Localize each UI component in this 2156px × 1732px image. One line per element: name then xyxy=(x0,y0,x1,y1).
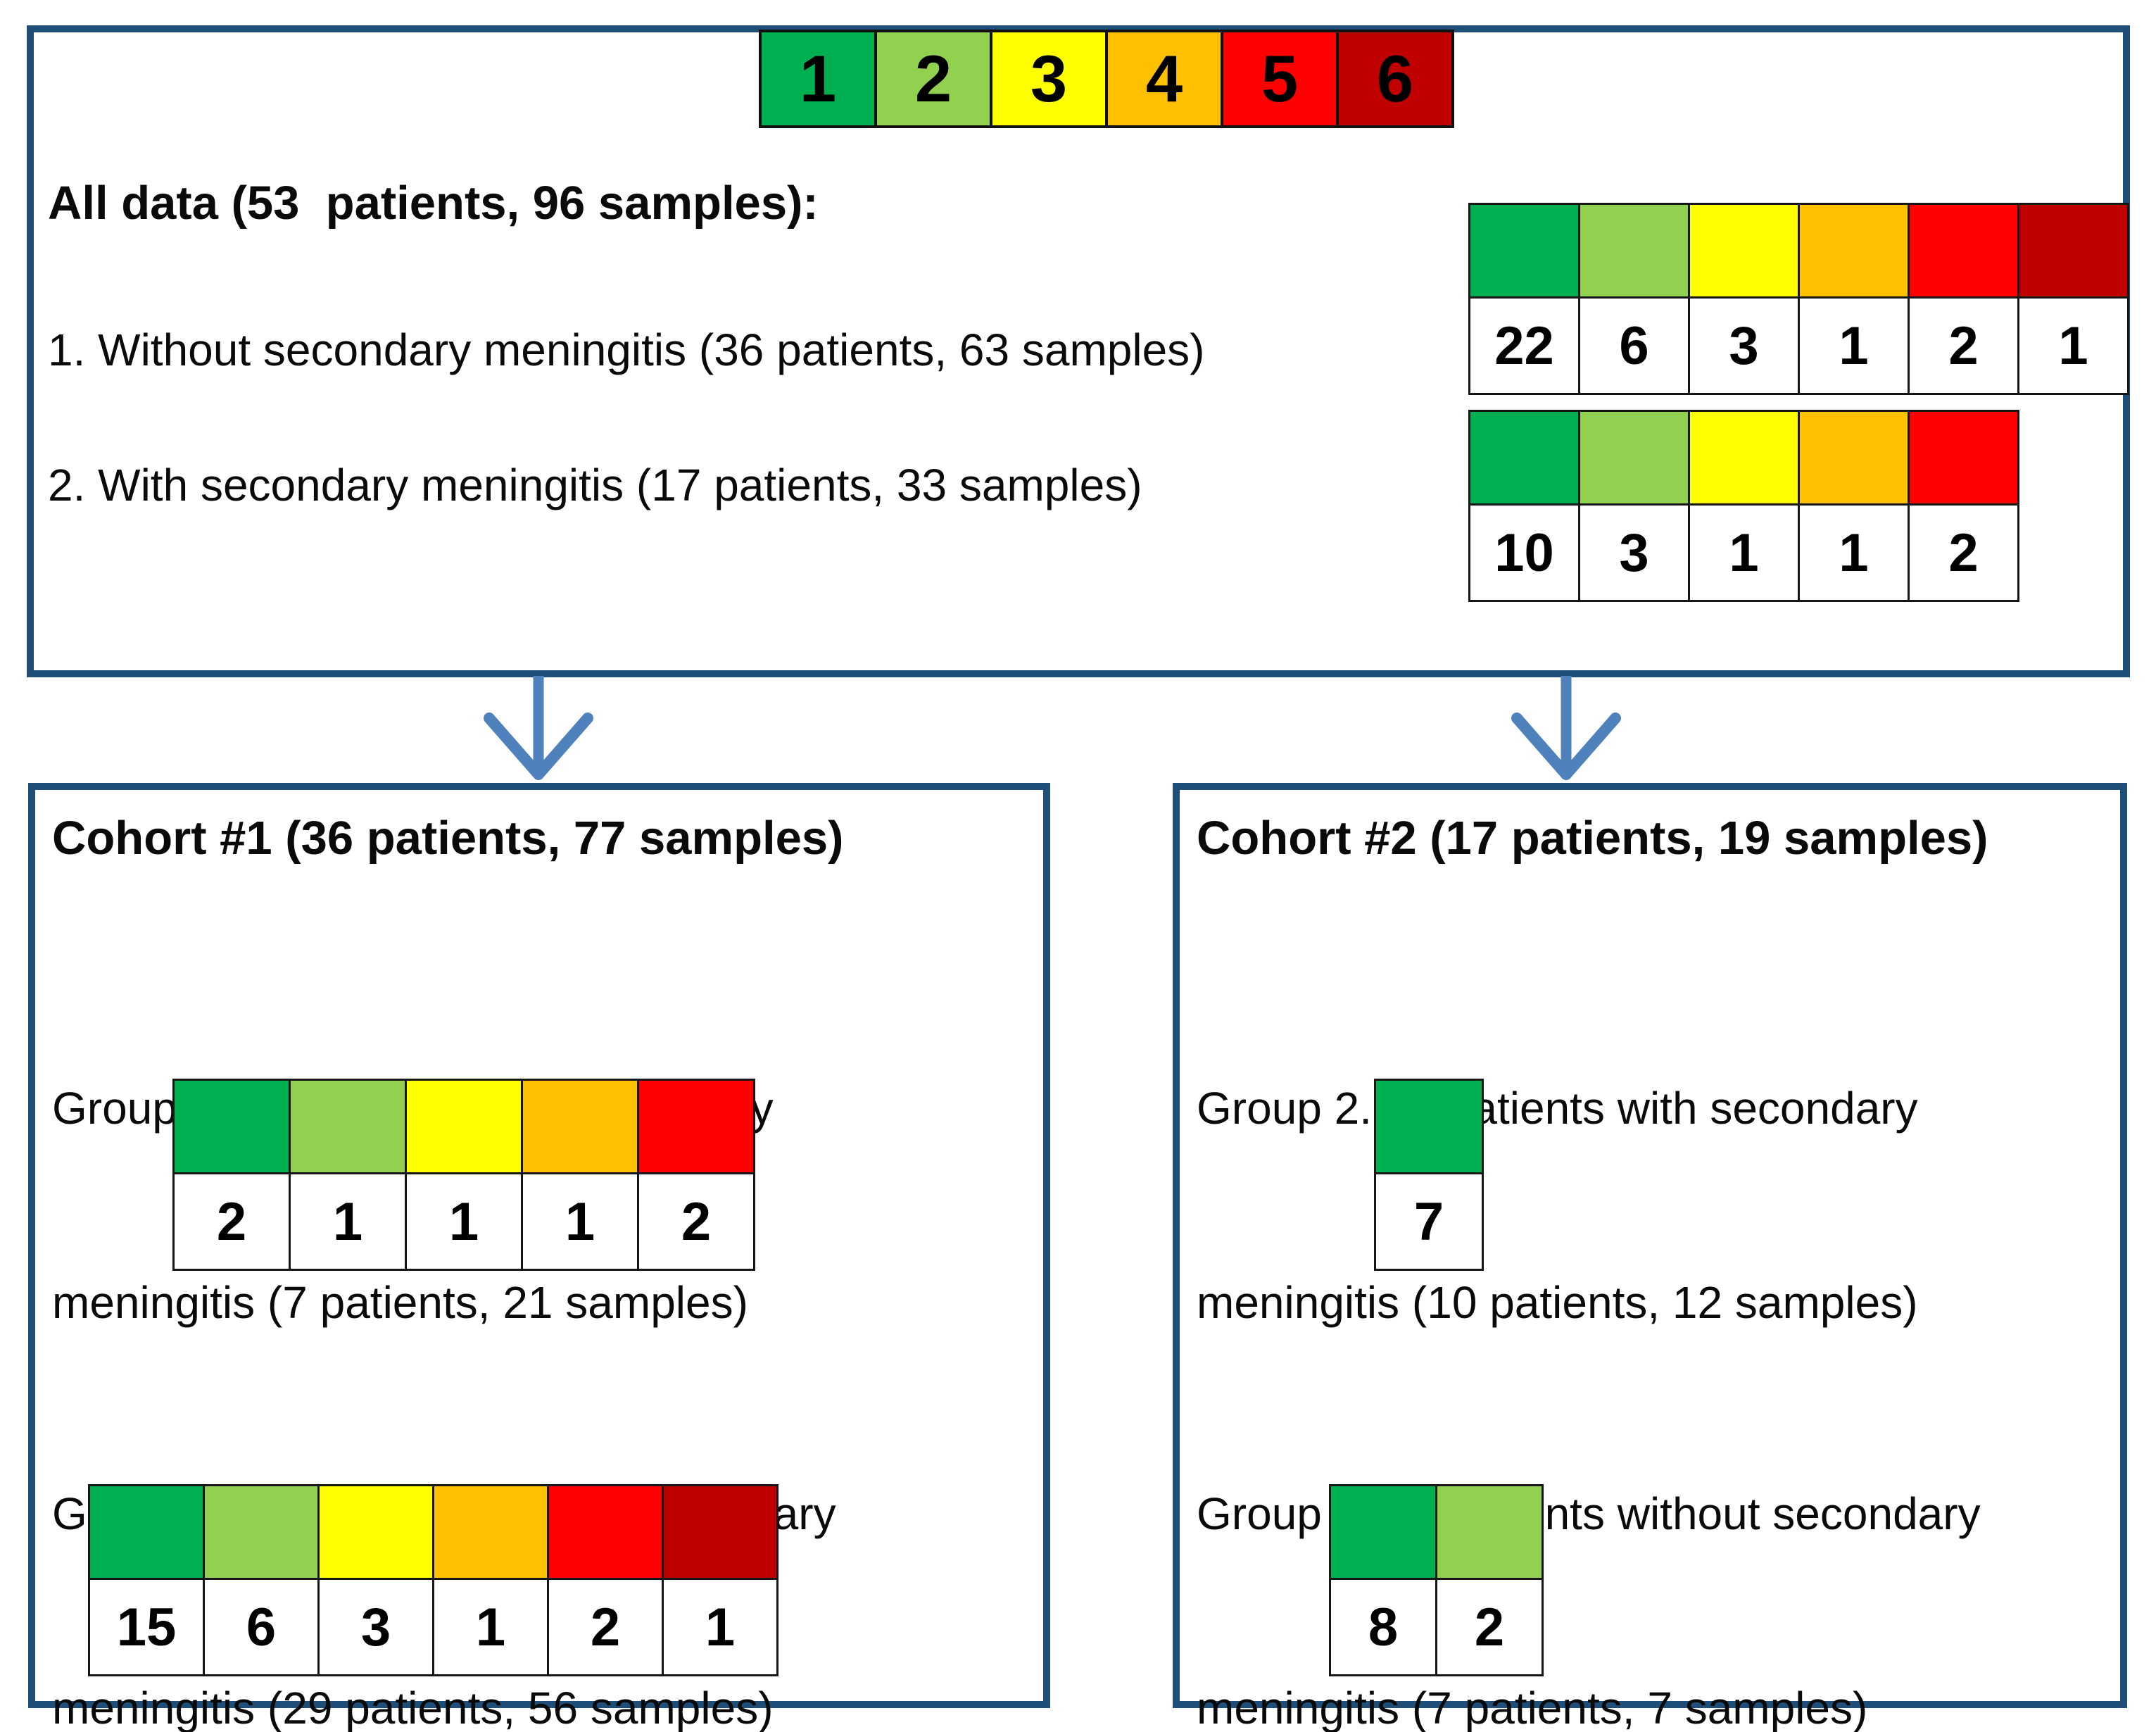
count-cell: 3 xyxy=(1688,296,1800,395)
scale-cell-6: 6 xyxy=(1336,30,1454,128)
color-cell-red xyxy=(547,1484,664,1580)
color-cell-orange xyxy=(1798,410,1910,506)
count-cell: 1 xyxy=(1688,503,1800,602)
count-cell: 2 xyxy=(1908,503,2019,602)
group-2-2-line2: meningitis (7 patients, 7 samples) xyxy=(1197,1683,1868,1732)
count-cell: 10 xyxy=(1468,503,1580,602)
count-cell: 2 xyxy=(1435,1578,1544,1676)
color-cell-light_green xyxy=(1578,203,1690,299)
count-cell: 1 xyxy=(521,1172,639,1271)
count-cell: 1 xyxy=(1798,503,1910,602)
color-cell-green xyxy=(1468,203,1580,299)
color-cell-red xyxy=(1908,410,2019,506)
color-cell-red xyxy=(1908,203,2019,299)
group-2-1-line2: meningitis (10 patients, 12 samples) xyxy=(1197,1277,1918,1328)
arrow-to-cohort1 xyxy=(484,676,593,780)
color-cell-light_green xyxy=(1578,410,1690,506)
color-cell-green xyxy=(1329,1484,1437,1580)
scale-cell-5: 5 xyxy=(1221,30,1339,128)
color-cell-yellow xyxy=(1688,410,1800,506)
without-meningitis-line: 1. Without secondary meningitis (36 pati… xyxy=(48,325,1205,375)
color-cell-green xyxy=(172,1079,291,1174)
color-cell-green xyxy=(1468,410,1580,506)
count-cell: 8 xyxy=(1329,1578,1437,1676)
count-cell: 1 xyxy=(432,1578,549,1676)
cohort2-title: Cohort #2 (17 patients, 19 samples) xyxy=(1197,812,1988,865)
count-cell: 7 xyxy=(1374,1172,1484,1271)
with-meningitis-line: 2. With secondary meningitis (17 patient… xyxy=(48,460,1142,510)
group-2-2-line1: Group 2.2 – patients without secondary xyxy=(1197,1488,1981,1539)
count-cell: 6 xyxy=(1578,296,1690,395)
group-2-2-label: Group 2.2 – patients without secondary m… xyxy=(1197,1352,1981,1732)
group-2-1-line1: Group 2.1 – patients with secondary xyxy=(1197,1083,1918,1134)
count-cell: 2 xyxy=(547,1578,664,1676)
color-cell-orange xyxy=(1798,203,1910,299)
group-2-1-label: Group 2.1 – patients with secondary meni… xyxy=(1197,946,1918,1464)
count-cell: 2 xyxy=(637,1172,755,1271)
count-cell: 1 xyxy=(662,1578,778,1676)
count-cell: 1 xyxy=(289,1172,407,1271)
count-cell: 2 xyxy=(172,1172,291,1271)
color-cell-orange xyxy=(432,1484,549,1580)
color-cell-dark_red xyxy=(662,1484,778,1580)
color-cell-green xyxy=(88,1484,205,1580)
count-cell: 3 xyxy=(1578,503,1690,602)
color-cell-orange xyxy=(521,1079,639,1174)
count-cell: 2 xyxy=(1908,296,2019,395)
color-cell-light_green xyxy=(1435,1484,1544,1580)
scale-cell-4: 4 xyxy=(1105,30,1223,128)
color-cell-yellow xyxy=(1688,203,1800,299)
count-cell: 3 xyxy=(317,1578,434,1676)
count-cell: 22 xyxy=(1468,296,1580,395)
count-cell: 1 xyxy=(1798,296,1910,395)
scale-cell-3: 3 xyxy=(990,30,1108,128)
count-cell: 6 xyxy=(203,1578,320,1676)
scale-cell-1: 1 xyxy=(759,30,877,128)
color-cell-light_green xyxy=(203,1484,320,1580)
group-1-1-line2: meningitis (7 patients, 21 samples) xyxy=(52,1277,748,1328)
color-cell-green xyxy=(1374,1079,1484,1174)
group-2-1-distribution-table: 7 xyxy=(1374,1079,1484,1271)
color-cell-light_green xyxy=(289,1079,407,1174)
cohort1-title: Cohort #1 (36 patients, 77 samples) xyxy=(52,812,844,865)
group-1-2-line2: meningitis (29 patients, 56 samples) xyxy=(52,1683,774,1732)
all-data-title: All data (53 patients, 96 samples): xyxy=(48,177,819,230)
arrow-to-cohort2 xyxy=(1511,676,1621,780)
count-cell: 1 xyxy=(405,1172,523,1271)
color-cell-yellow xyxy=(317,1484,434,1580)
count-cell: 15 xyxy=(88,1578,205,1676)
color-cell-dark_red xyxy=(2017,203,2129,299)
color-cell-red xyxy=(637,1079,755,1174)
color-cell-yellow xyxy=(405,1079,523,1174)
count-cell: 1 xyxy=(2017,296,2129,395)
scale-cell-2: 2 xyxy=(874,30,992,128)
